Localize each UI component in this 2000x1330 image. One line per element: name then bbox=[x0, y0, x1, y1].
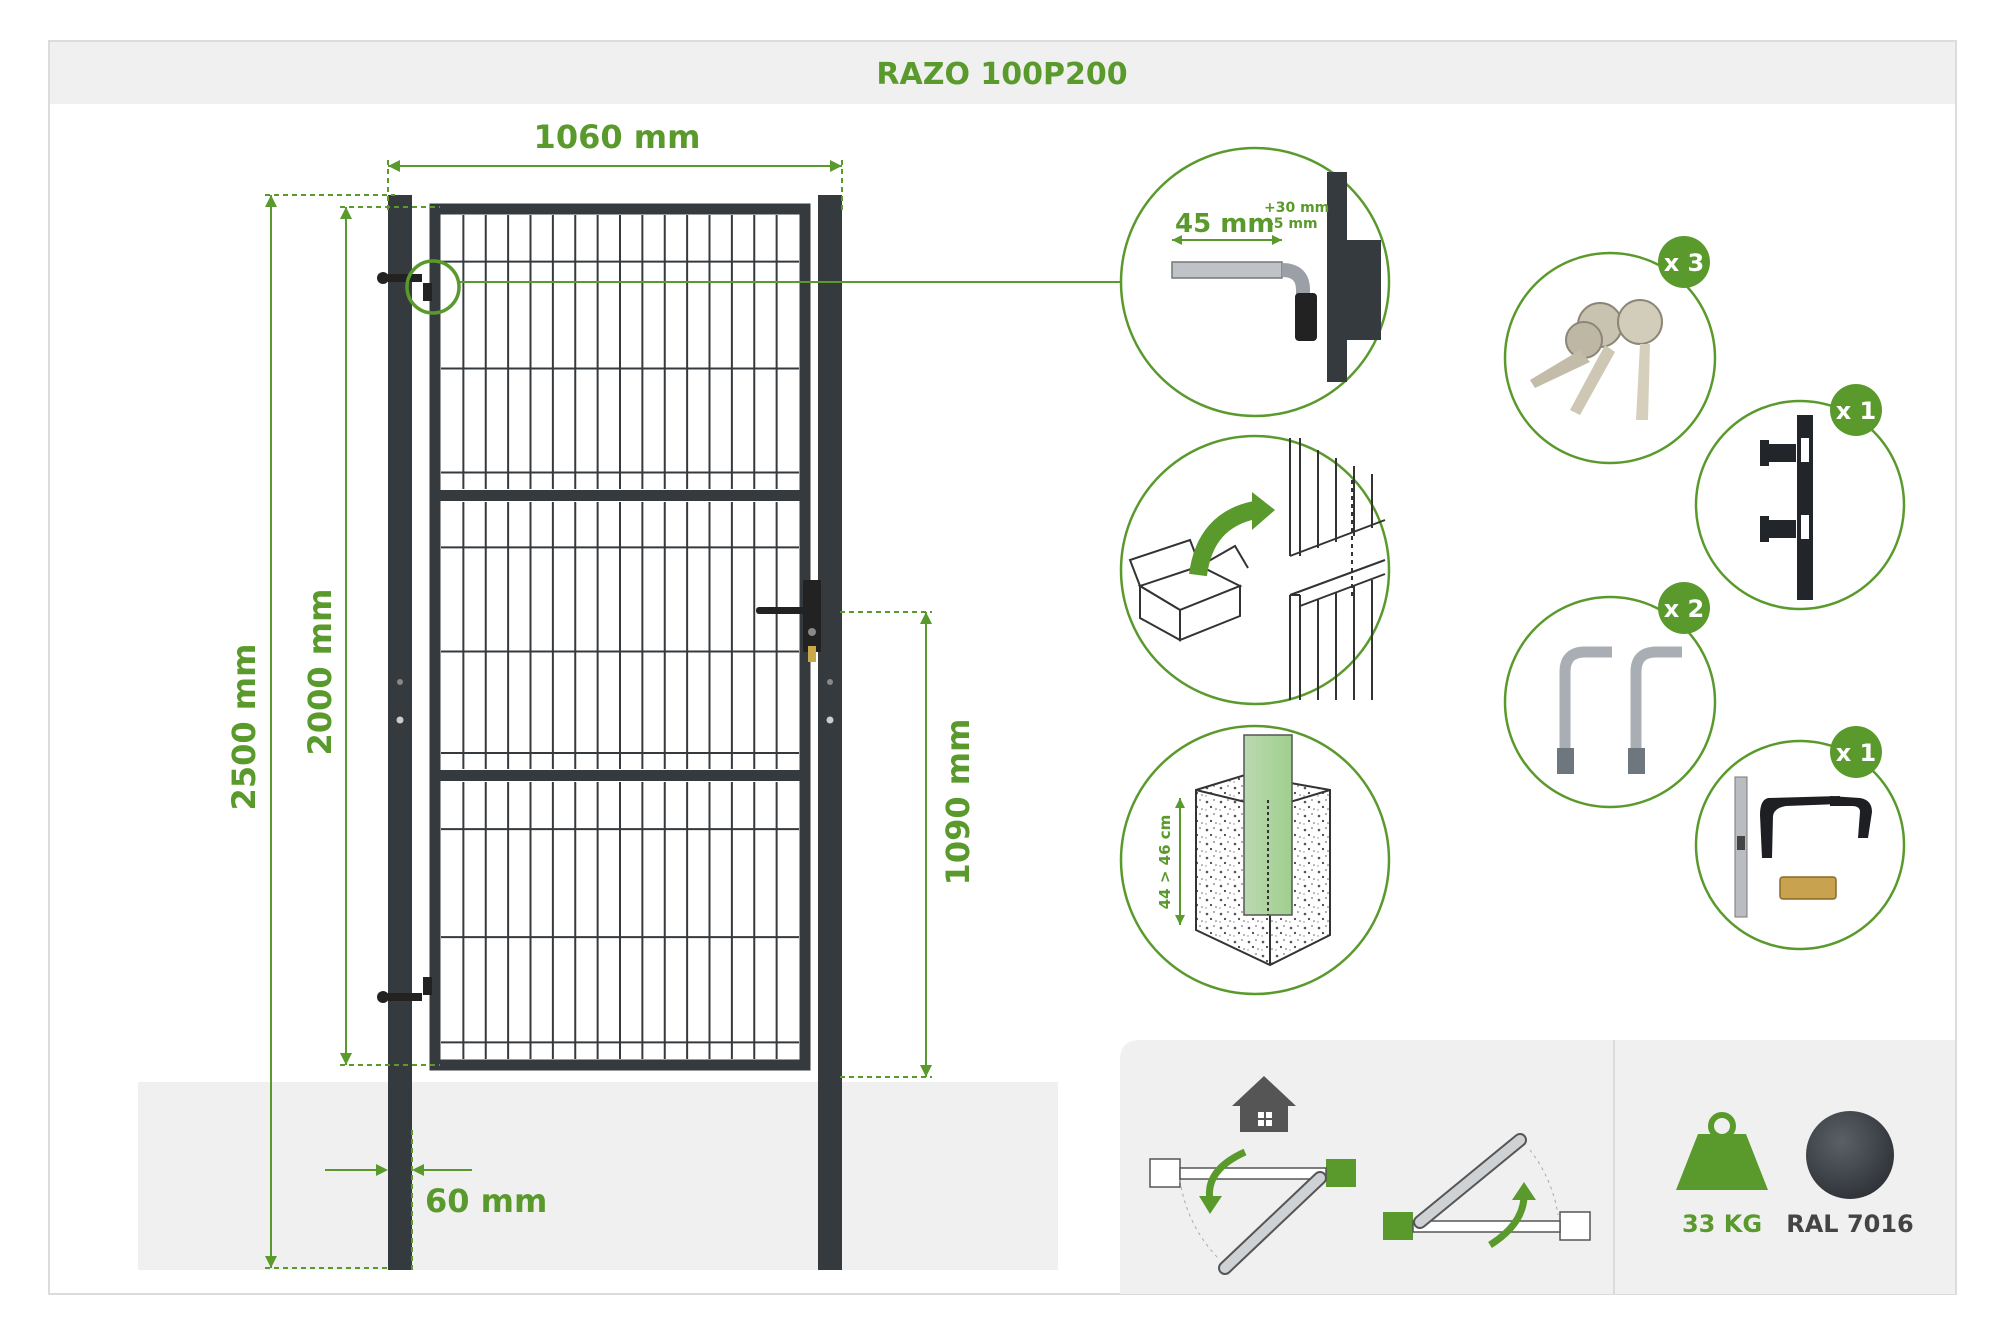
left-post bbox=[388, 195, 412, 1270]
house-icon bbox=[1232, 1076, 1296, 1132]
accessory-keys: x 3 bbox=[1503, 236, 1717, 465]
keys-qty: x 3 bbox=[1664, 249, 1705, 277]
accessory-strike-plate: x 1 bbox=[1694, 384, 1906, 611]
hinge-tolerance-minus: -5 mm bbox=[1268, 216, 1318, 232]
page-title: RAZO 100P200 bbox=[876, 57, 1127, 92]
color-label: RAL 7016 bbox=[1786, 1210, 1914, 1238]
hinge-bolts-qty: x 2 bbox=[1664, 595, 1705, 623]
detail-hinge-bolt: 45 mm +30 mm -5 mm bbox=[1119, 146, 1391, 418]
width-total-label: 1060 mm bbox=[534, 118, 701, 156]
weight-icon bbox=[1676, 1112, 1768, 1190]
right-post bbox=[818, 195, 842, 1270]
concrete-depth-label: 44 > 46 cm bbox=[1156, 815, 1174, 910]
ground bbox=[138, 1082, 1058, 1270]
post-width-label: 60 mm bbox=[425, 1182, 547, 1220]
gate-handle bbox=[756, 607, 806, 614]
handle-set-qty: x 1 bbox=[1836, 739, 1877, 767]
accessory-hinge-bolts: x 2 bbox=[1503, 582, 1717, 809]
dimension-lines bbox=[265, 160, 1124, 1270]
color-swatch bbox=[1806, 1111, 1894, 1199]
hinge-length-label: 45 mm bbox=[1175, 209, 1274, 239]
opening-direction-diagram bbox=[1149, 1076, 1591, 1275]
info-panel bbox=[1120, 1040, 1955, 1294]
hinge-tolerance-plus: +30 mm bbox=[1264, 200, 1329, 216]
title-bar bbox=[50, 42, 1955, 104]
detail-concrete-footing: 44 > 46 cm bbox=[1119, 724, 1391, 996]
gate-drawing bbox=[377, 195, 842, 1270]
gate-mesh bbox=[441, 215, 799, 1059]
accessory-handle-set: x 1 bbox=[1694, 726, 1906, 951]
strike-plate-qty: x 1 bbox=[1836, 397, 1877, 425]
height-gate-label: 2000 mm bbox=[301, 589, 339, 756]
weight-label: 33 KG bbox=[1682, 1210, 1762, 1238]
detail-assembly bbox=[1119, 434, 1391, 706]
height-total-label: 2500 mm bbox=[225, 644, 263, 811]
hinge-highlight-circle bbox=[405, 259, 461, 315]
dimension-arrows bbox=[265, 160, 932, 1268]
height-lock-label: 1090 mm bbox=[939, 719, 977, 886]
